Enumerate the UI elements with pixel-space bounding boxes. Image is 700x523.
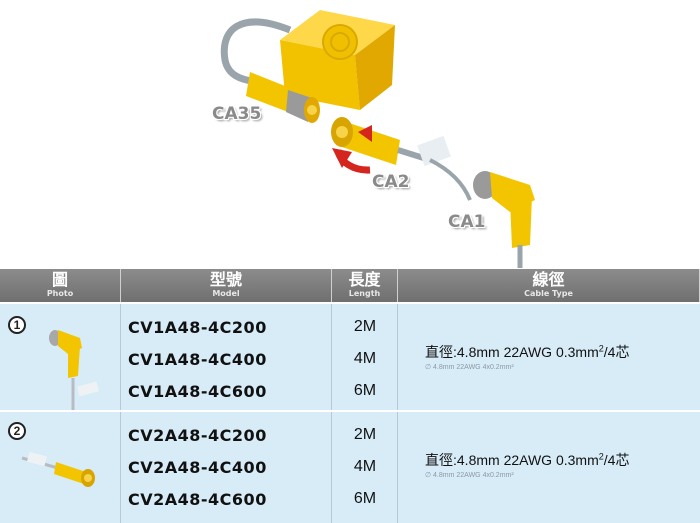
- model-number: CV1A48-4C200: [128, 318, 267, 337]
- length-cell: [332, 304, 398, 410]
- row-divider: [0, 410, 700, 412]
- photo-cell: 2: [0, 412, 121, 523]
- cable-spec: 直徑:4.8mm 22AWG 0.3mm2/4芯: [425, 451, 630, 468]
- ca35-connector: [246, 72, 320, 123]
- header-model: 型號 Model: [121, 269, 332, 302]
- cable-photo: [21, 451, 95, 487]
- label-ca2: CA2: [372, 172, 410, 192]
- sensor-cable: [220, 18, 292, 86]
- header-cable-type: 線徑 Cable Type: [398, 269, 700, 302]
- proximity-sensor: [280, 10, 395, 110]
- model-number: CV2A48-4C600: [128, 490, 267, 509]
- table-row: 2 CV2A48-4C200 CV2A48-4C400 CV2A48-4C600…: [0, 412, 700, 523]
- product-hero-image: CA35 CA2 CA1: [212, 10, 535, 268]
- row-number-badge: 1: [8, 316, 26, 334]
- model-number: CV1A48-4C400: [128, 350, 267, 369]
- table-row: 1 CV1A48-4C200 CV1A48-4C400 CV1A48-4C600…: [0, 304, 700, 410]
- model-number: CV1A48-4C600: [128, 382, 267, 401]
- header-photo: 圖 Photo: [0, 269, 121, 302]
- hero-illustration: [220, 10, 535, 268]
- length-value: 4M: [353, 350, 377, 367]
- model-cell: [121, 412, 332, 523]
- ca1-connector: [473, 171, 535, 268]
- cable-spec: 直徑:4.8mm 22AWG 0.3mm2/4芯: [425, 343, 630, 360]
- length-cell: [332, 412, 398, 523]
- photo-cell: 1: [0, 304, 121, 410]
- spec-table: 圖 Photo 型號 Model 長度 Length 線徑 Cable Type…: [0, 269, 700, 523]
- model-number: CV2A48-4C400: [128, 458, 267, 477]
- cable-spec-english: ∅ 4.8mm 22AWG 4x0.2mm²: [425, 472, 514, 479]
- length-value: 2M: [353, 426, 377, 443]
- length-value: 6M: [353, 490, 377, 507]
- cable-photo: [49, 330, 99, 410]
- length-value: 4M: [353, 458, 377, 475]
- header-length: 長度 Length: [332, 269, 398, 302]
- label-ca35: CA35: [212, 104, 262, 124]
- row-number-badge: 2: [8, 422, 26, 440]
- length-value: 2M: [353, 318, 377, 335]
- model-number: CV2A48-4C200: [128, 426, 267, 445]
- cable-spec-english: ∅ 4.8mm 22AWG 4x0.2mm²: [425, 364, 514, 371]
- ca2-connector: [331, 117, 472, 201]
- model-cell: [121, 304, 332, 410]
- label-ca1: CA1: [448, 212, 486, 232]
- length-value: 6M: [353, 382, 377, 399]
